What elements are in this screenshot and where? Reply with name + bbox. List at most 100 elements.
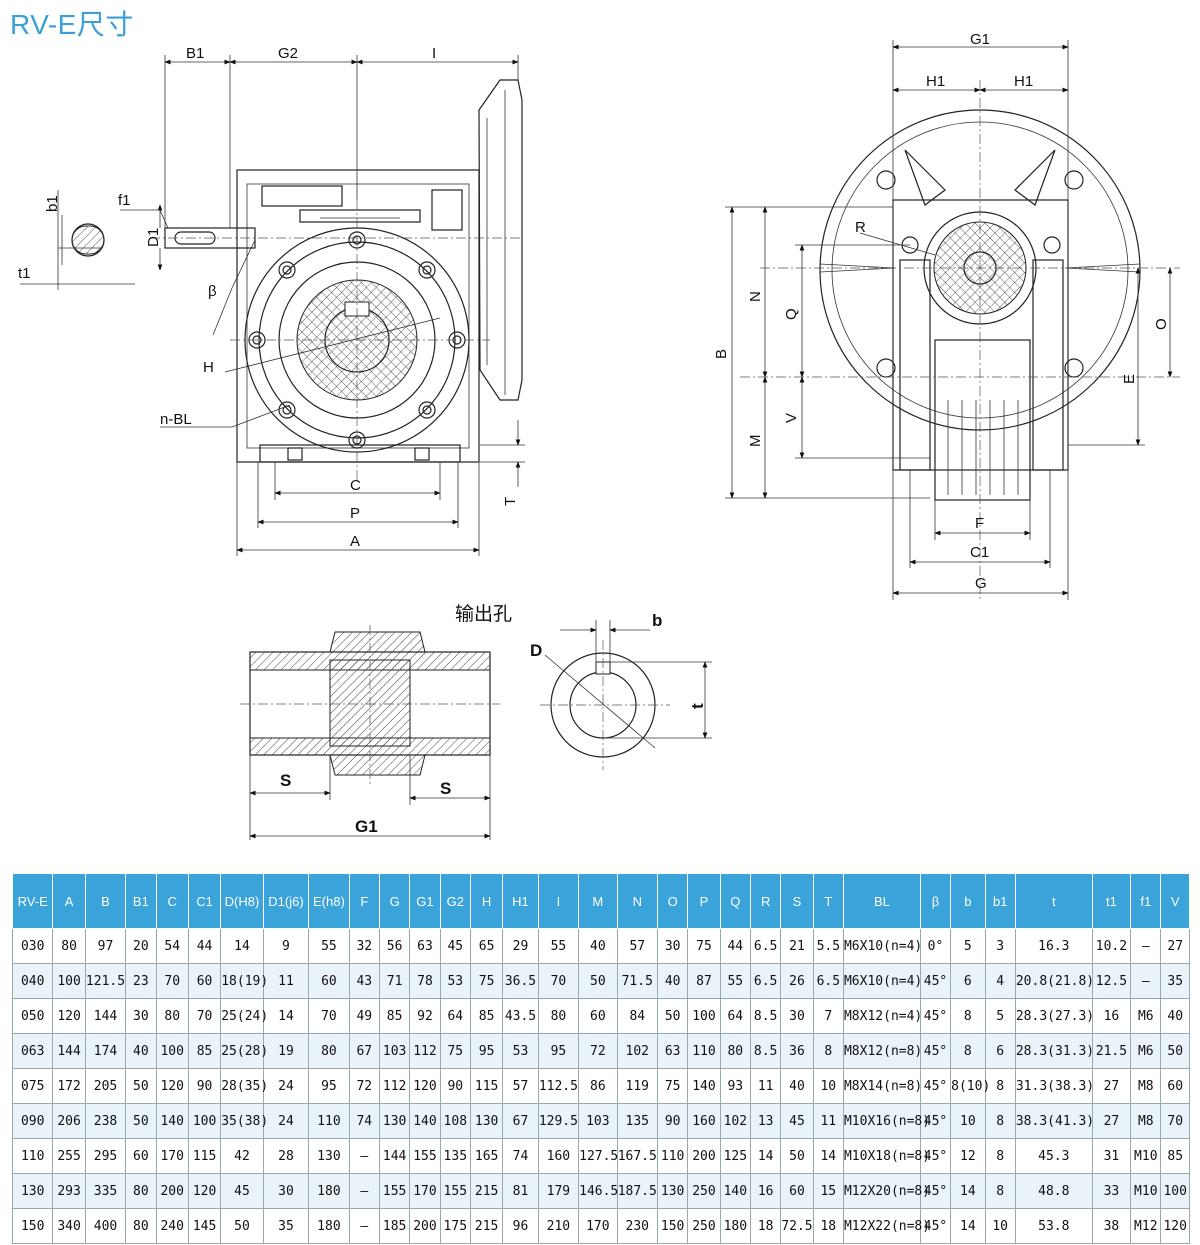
table-cell: 72	[348, 1068, 380, 1104]
table-cell: 96	[502, 1208, 539, 1244]
table-cell: 6.5	[749, 928, 782, 964]
table-cell: 200	[409, 1208, 441, 1244]
table-cell: M10	[1130, 1138, 1162, 1174]
table-cell: 60	[125, 1138, 157, 1174]
table-cell: 145	[187, 1208, 222, 1244]
table-cell: 25(28)	[220, 1033, 268, 1069]
table-cell: 130	[378, 1103, 411, 1139]
column-header: B1	[125, 873, 157, 929]
table-cell: 250	[687, 1208, 721, 1244]
table-cell: 112	[409, 1033, 441, 1069]
table-cell: 20	[125, 928, 157, 964]
table-cell: 4	[984, 963, 1016, 999]
column-header: T	[812, 873, 844, 929]
table-cell: M12X22(n=8)	[842, 1208, 930, 1244]
table-cell: 16	[1091, 998, 1132, 1034]
table-cell: 42	[220, 1138, 264, 1174]
label-V: V	[783, 413, 800, 423]
table-cell: 65	[469, 928, 504, 964]
column-header: I	[537, 873, 580, 929]
label-F: F	[975, 515, 984, 532]
table-cell: 45°	[919, 998, 952, 1034]
column-header: R	[749, 873, 782, 929]
table-cell: M12	[1130, 1208, 1162, 1244]
table-cell: 26	[780, 963, 814, 999]
table-cell: 100	[1160, 1173, 1190, 1209]
table-cell: 67	[348, 1033, 380, 1069]
table-cell: 165	[469, 1138, 504, 1174]
label-Q: Q	[783, 308, 800, 320]
table-cell: 130	[469, 1103, 504, 1139]
table-cell: 36	[780, 1033, 814, 1069]
table-cell: 35(38)	[220, 1103, 268, 1139]
table-cell: 40	[780, 1068, 814, 1104]
table-cell: 8	[984, 1103, 1016, 1139]
table-cell: 40	[656, 963, 689, 999]
table-cell: 120	[1160, 1208, 1190, 1244]
table-cell: 20.8(21.8)	[1014, 963, 1094, 999]
table-cell: 170	[578, 1208, 618, 1244]
table-cell: M8X12(n=8)	[842, 1033, 922, 1069]
table-cell: 45.3	[1014, 1138, 1093, 1174]
table-cell: 71	[378, 963, 411, 999]
table-cell: M10X18(n=8)	[842, 1138, 930, 1174]
table-cell: 49	[348, 998, 380, 1034]
table-cell: –	[1130, 928, 1162, 964]
table-cell: M8	[1130, 1068, 1162, 1104]
table-cell: 8(10)	[950, 1068, 990, 1104]
column-header: A	[52, 873, 86, 929]
table-cell: 12	[950, 1138, 986, 1174]
table-cell: 70	[155, 963, 189, 999]
label-E: E	[1121, 374, 1138, 384]
table-cell: 45°	[919, 1033, 952, 1069]
table-cell: 5	[950, 928, 986, 964]
table-cell: 81	[502, 1173, 539, 1209]
table-cell: 11	[812, 1103, 844, 1139]
table-cell: 102	[616, 1033, 658, 1069]
table-cell: M6X10(n=4)	[842, 928, 922, 964]
table-cell: –	[348, 1173, 380, 1209]
table-cell: 24	[262, 1103, 310, 1139]
column-header: M	[578, 873, 618, 929]
table-cell: 28	[262, 1138, 310, 1174]
table-cell: 135	[616, 1103, 658, 1139]
table-cell: 11	[262, 963, 310, 999]
table-cell: 3	[984, 928, 1016, 964]
table-cell: M10X16(n=8)	[842, 1103, 930, 1139]
table-cell: 100	[687, 998, 721, 1034]
column-header: O	[656, 873, 689, 929]
table-cell: 250	[687, 1173, 721, 1209]
table-cell: 30	[125, 998, 157, 1034]
table-cell: 160	[687, 1103, 721, 1139]
table-cell: 179	[537, 1173, 580, 1209]
table-cell: 70	[537, 963, 580, 999]
table-cell: 45°	[919, 1103, 952, 1139]
table-cell: 144	[84, 998, 127, 1034]
label-D1: D1	[145, 228, 162, 247]
label-b: b	[652, 611, 662, 630]
table-cell: 8	[950, 998, 986, 1034]
table-cell: 60	[1160, 1068, 1190, 1104]
table-cell: 12.5	[1091, 963, 1132, 999]
page-title: RV-E尺寸	[10, 9, 134, 40]
table-cell: 140	[687, 1068, 721, 1104]
label-n-BL: n-BL	[160, 411, 192, 428]
column-header: t1	[1091, 873, 1132, 929]
table-cell: 78	[409, 963, 441, 999]
label-A: A	[350, 533, 360, 550]
column-header: D1(j6)	[262, 873, 310, 929]
table-cell: 130	[11, 1173, 54, 1209]
table-cell: 210	[537, 1208, 580, 1244]
table-cell: 70	[308, 998, 350, 1034]
table-cell: 53	[439, 963, 471, 999]
table-cell: 28.3(27.3)	[1014, 998, 1094, 1034]
table-cell: 90	[187, 1068, 222, 1104]
table-cell: 19	[262, 1033, 310, 1069]
table-cell: 21.5	[1091, 1033, 1132, 1069]
table-cell: 30	[262, 1173, 310, 1209]
table-cell: 40	[1160, 998, 1190, 1034]
table-cell: 400	[84, 1208, 127, 1244]
column-header: V	[1160, 873, 1190, 929]
